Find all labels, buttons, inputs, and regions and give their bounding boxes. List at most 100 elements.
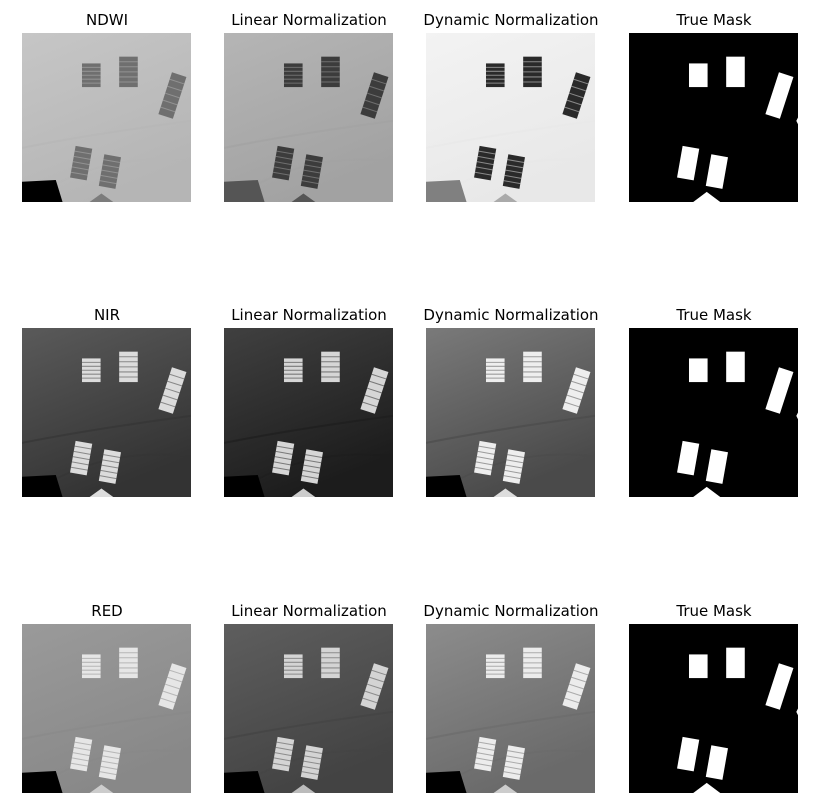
target-2 bbox=[523, 351, 542, 383]
mask-target-1 bbox=[688, 358, 708, 383]
panel-title: Linear Normalization bbox=[231, 602, 387, 620]
target-1 bbox=[485, 358, 505, 383]
panel-title: Dynamic Normalization bbox=[423, 602, 599, 620]
background-streak bbox=[426, 710, 595, 740]
panel-title: Linear Normalization bbox=[231, 11, 387, 29]
target-2 bbox=[523, 647, 542, 679]
target-5 bbox=[502, 745, 525, 780]
band-image bbox=[22, 624, 191, 793]
target-2 bbox=[321, 56, 340, 88]
background-streak bbox=[426, 119, 595, 149]
mask-target-2 bbox=[726, 647, 745, 679]
target-3 bbox=[158, 72, 187, 119]
bottom-notch bbox=[493, 488, 518, 497]
mask-target-4 bbox=[677, 145, 700, 181]
target-2 bbox=[119, 351, 138, 383]
target-1 bbox=[81, 358, 101, 383]
target-2 bbox=[321, 647, 340, 679]
panel-title: NDWI bbox=[85, 11, 129, 29]
background-streak bbox=[426, 414, 595, 444]
corner-block bbox=[22, 475, 63, 497]
panel-title: RED bbox=[91, 602, 123, 620]
target-1 bbox=[283, 358, 303, 383]
background-streak bbox=[22, 119, 191, 149]
mask-target-3 bbox=[765, 367, 794, 414]
corner-block bbox=[22, 771, 63, 793]
panel-title: Dynamic Normalization bbox=[423, 11, 599, 29]
target-1 bbox=[81, 63, 101, 88]
target-3 bbox=[360, 663, 389, 710]
target-4 bbox=[474, 440, 497, 476]
background-streak bbox=[224, 119, 393, 149]
bottom-notch bbox=[89, 488, 114, 497]
target-3 bbox=[562, 72, 591, 119]
background-streak bbox=[224, 414, 393, 444]
corner-block bbox=[22, 180, 63, 202]
mask-edge-sliver bbox=[796, 117, 798, 125]
target-2 bbox=[119, 647, 138, 679]
mask-image bbox=[629, 33, 798, 202]
panel-title: NIR bbox=[93, 306, 121, 324]
mask-target-1 bbox=[688, 654, 708, 679]
panel-title: True Mask bbox=[676, 306, 752, 324]
band-image bbox=[426, 328, 595, 497]
mask-target-2 bbox=[726, 56, 745, 88]
target-5 bbox=[300, 154, 323, 189]
target-1 bbox=[485, 63, 505, 88]
target-2 bbox=[523, 56, 542, 88]
mask-edge-sliver bbox=[796, 708, 798, 716]
background-streak bbox=[22, 414, 191, 444]
mask-target-5 bbox=[705, 449, 728, 484]
target-3 bbox=[158, 663, 187, 710]
corner-block bbox=[224, 771, 265, 793]
target-5 bbox=[98, 154, 121, 189]
band-image bbox=[224, 624, 393, 793]
mask-target-3 bbox=[765, 663, 794, 710]
corner-block bbox=[426, 475, 467, 497]
target-3 bbox=[360, 367, 389, 414]
mask-edge-notch bbox=[693, 191, 721, 202]
mask-target-5 bbox=[705, 745, 728, 780]
corner-block bbox=[426, 771, 467, 793]
target-4 bbox=[70, 440, 93, 476]
target-2 bbox=[321, 351, 340, 383]
target-1 bbox=[485, 654, 505, 679]
mask-target-3 bbox=[765, 72, 794, 119]
bottom-notch bbox=[291, 784, 316, 793]
mask-edge-notch bbox=[693, 486, 721, 497]
background-streak bbox=[22, 710, 191, 740]
target-4 bbox=[272, 440, 295, 476]
mask-edge-notch bbox=[693, 782, 721, 793]
panel-title: True Mask bbox=[676, 602, 752, 620]
target-4 bbox=[70, 736, 93, 772]
target-1 bbox=[283, 654, 303, 679]
target-5 bbox=[300, 745, 323, 780]
bottom-notch bbox=[291, 488, 316, 497]
panel-title: True Mask bbox=[676, 11, 752, 29]
target-1 bbox=[81, 654, 101, 679]
panel-title: Linear Normalization bbox=[231, 306, 387, 324]
bottom-notch bbox=[89, 193, 114, 202]
band-image bbox=[426, 624, 595, 793]
mask-image bbox=[629, 624, 798, 793]
target-4 bbox=[474, 736, 497, 772]
band-image bbox=[22, 33, 191, 202]
mask-image bbox=[629, 328, 798, 497]
band-image bbox=[22, 328, 191, 497]
band-image bbox=[224, 328, 393, 497]
target-4 bbox=[272, 145, 295, 181]
bottom-notch bbox=[291, 193, 316, 202]
target-4 bbox=[272, 736, 295, 772]
target-4 bbox=[474, 145, 497, 181]
mask-edge-sliver bbox=[796, 412, 798, 420]
target-5 bbox=[98, 449, 121, 484]
target-2 bbox=[119, 56, 138, 88]
target-5 bbox=[300, 449, 323, 484]
background-streak bbox=[224, 710, 393, 740]
target-3 bbox=[562, 367, 591, 414]
target-5 bbox=[502, 154, 525, 189]
target-4 bbox=[70, 145, 93, 181]
mask-target-4 bbox=[677, 440, 700, 476]
mask-target-5 bbox=[705, 154, 728, 189]
target-5 bbox=[502, 449, 525, 484]
